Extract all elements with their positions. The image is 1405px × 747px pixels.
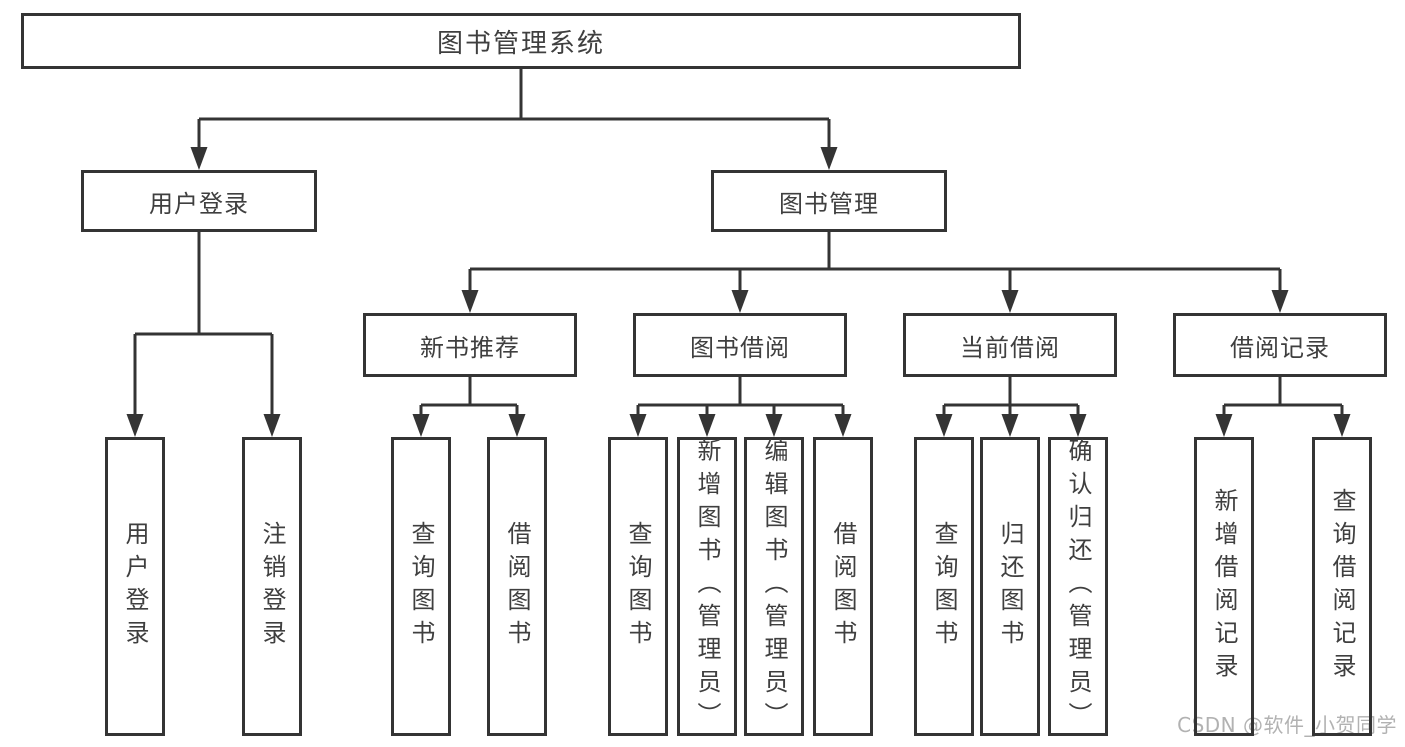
connector-borrow-record-group (1222, 377, 1344, 419)
node-current-borrow-label: 当前借阅 (960, 333, 1060, 362)
leaf-add-book-admin-label: 新增图书（管理员） (693, 438, 721, 735)
arrowhead-down-icon (1001, 414, 1019, 437)
arrowhead-down-icon (1271, 290, 1289, 313)
arrowhead-down-icon (412, 414, 430, 437)
arrowhead-down-icon (263, 414, 281, 437)
node-book-borrow-label: 图书借阅 (690, 333, 790, 362)
watermark: CSDN @软件_小贺同学 (1177, 713, 1397, 737)
arrowhead-down-icon (1069, 414, 1087, 437)
node-current-borrow: 当前借阅 (903, 313, 1117, 377)
arrowhead-down-icon (508, 414, 526, 437)
leaf-confirm-return-admin-label: 确认归还（管理员） (1064, 438, 1092, 735)
leaf-logout: 注销登录 (242, 437, 302, 736)
arrowhead-down-icon (1333, 414, 1351, 437)
connector-new-book-group (419, 377, 519, 419)
connector-book-borrow-group (636, 377, 845, 419)
node-new-book-recommend: 新书推荐 (363, 313, 577, 377)
node-book-management: 图书管理 (711, 170, 947, 232)
leaf-borrow-books-borrow-label: 借阅图书 (829, 520, 857, 653)
leaf-return-book-label: 归还图书 (996, 520, 1024, 653)
leaf-query-books-recommend-label: 查询图书 (407, 520, 435, 653)
leaf-query-books-current-label: 查询图书 (930, 520, 958, 653)
arrowhead-down-icon (190, 147, 208, 170)
connector-user-login-group (133, 232, 274, 419)
leaf-query-books-borrow: 查询图书 (608, 437, 668, 736)
arrowhead-down-icon (834, 414, 852, 437)
arrowhead-down-icon (698, 414, 716, 437)
leaf-borrow-books-recommend: 借阅图书 (487, 437, 547, 736)
leaf-add-borrow-record: 新增借阅记录 (1194, 437, 1254, 736)
leaf-edit-book-admin: 编辑图书（管理员） (744, 437, 804, 736)
node-book-management-label: 图书管理 (779, 189, 879, 218)
node-borrow-records: 借阅记录 (1173, 313, 1387, 377)
arrowhead-down-icon (935, 414, 953, 437)
connector-root-to-level2 (197, 69, 831, 150)
arrowhead-down-icon (126, 414, 144, 437)
leaf-query-borrow-record: 查询借阅记录 (1312, 437, 1372, 736)
arrowhead-down-icon (461, 290, 479, 313)
leaf-query-books-borrow-label: 查询图书 (624, 520, 652, 653)
leaf-query-borrow-record-label: 查询借阅记录 (1328, 487, 1356, 686)
arrowhead-down-icon (1001, 290, 1019, 313)
leaf-return-book: 归还图书 (980, 437, 1040, 736)
connector-book-management-to-level3 (468, 232, 1282, 293)
node-new-book-recommend-label: 新书推荐 (420, 333, 520, 362)
arrowhead-down-icon (820, 147, 838, 170)
leaf-user-login-label: 用户登录 (121, 520, 149, 653)
leaf-logout-label: 注销登录 (258, 520, 286, 653)
node-book-borrow: 图书借阅 (633, 313, 847, 377)
leaf-user-login: 用户登录 (105, 437, 165, 736)
leaf-edit-book-admin-label: 编辑图书（管理员） (760, 438, 788, 735)
arrowhead-down-icon (731, 290, 749, 313)
arrowhead-down-icon (629, 414, 647, 437)
node-root-system-label: 图书管理系统 (436, 28, 605, 59)
connector-current-borrow-group (942, 377, 1080, 419)
leaf-query-books-current: 查询图书 (914, 437, 974, 736)
arrowhead-down-icon (1215, 414, 1233, 437)
node-borrow-records-label: 借阅记录 (1230, 333, 1330, 362)
node-root-system: 图书管理系统 (21, 13, 1021, 69)
leaf-confirm-return-admin: 确认归还（管理员） (1048, 437, 1108, 736)
node-user-login-label: 用户登录 (149, 189, 249, 218)
leaf-borrow-books-recommend-label: 借阅图书 (503, 520, 531, 653)
leaf-add-borrow-record-label: 新增借阅记录 (1210, 487, 1238, 686)
node-user-login: 用户登录 (81, 170, 317, 232)
leaf-add-book-admin: 新增图书（管理员） (677, 437, 737, 736)
leaf-query-books-recommend: 查询图书 (391, 437, 451, 736)
arrowhead-down-icon (765, 414, 783, 437)
leaf-borrow-books-borrow: 借阅图书 (813, 437, 873, 736)
